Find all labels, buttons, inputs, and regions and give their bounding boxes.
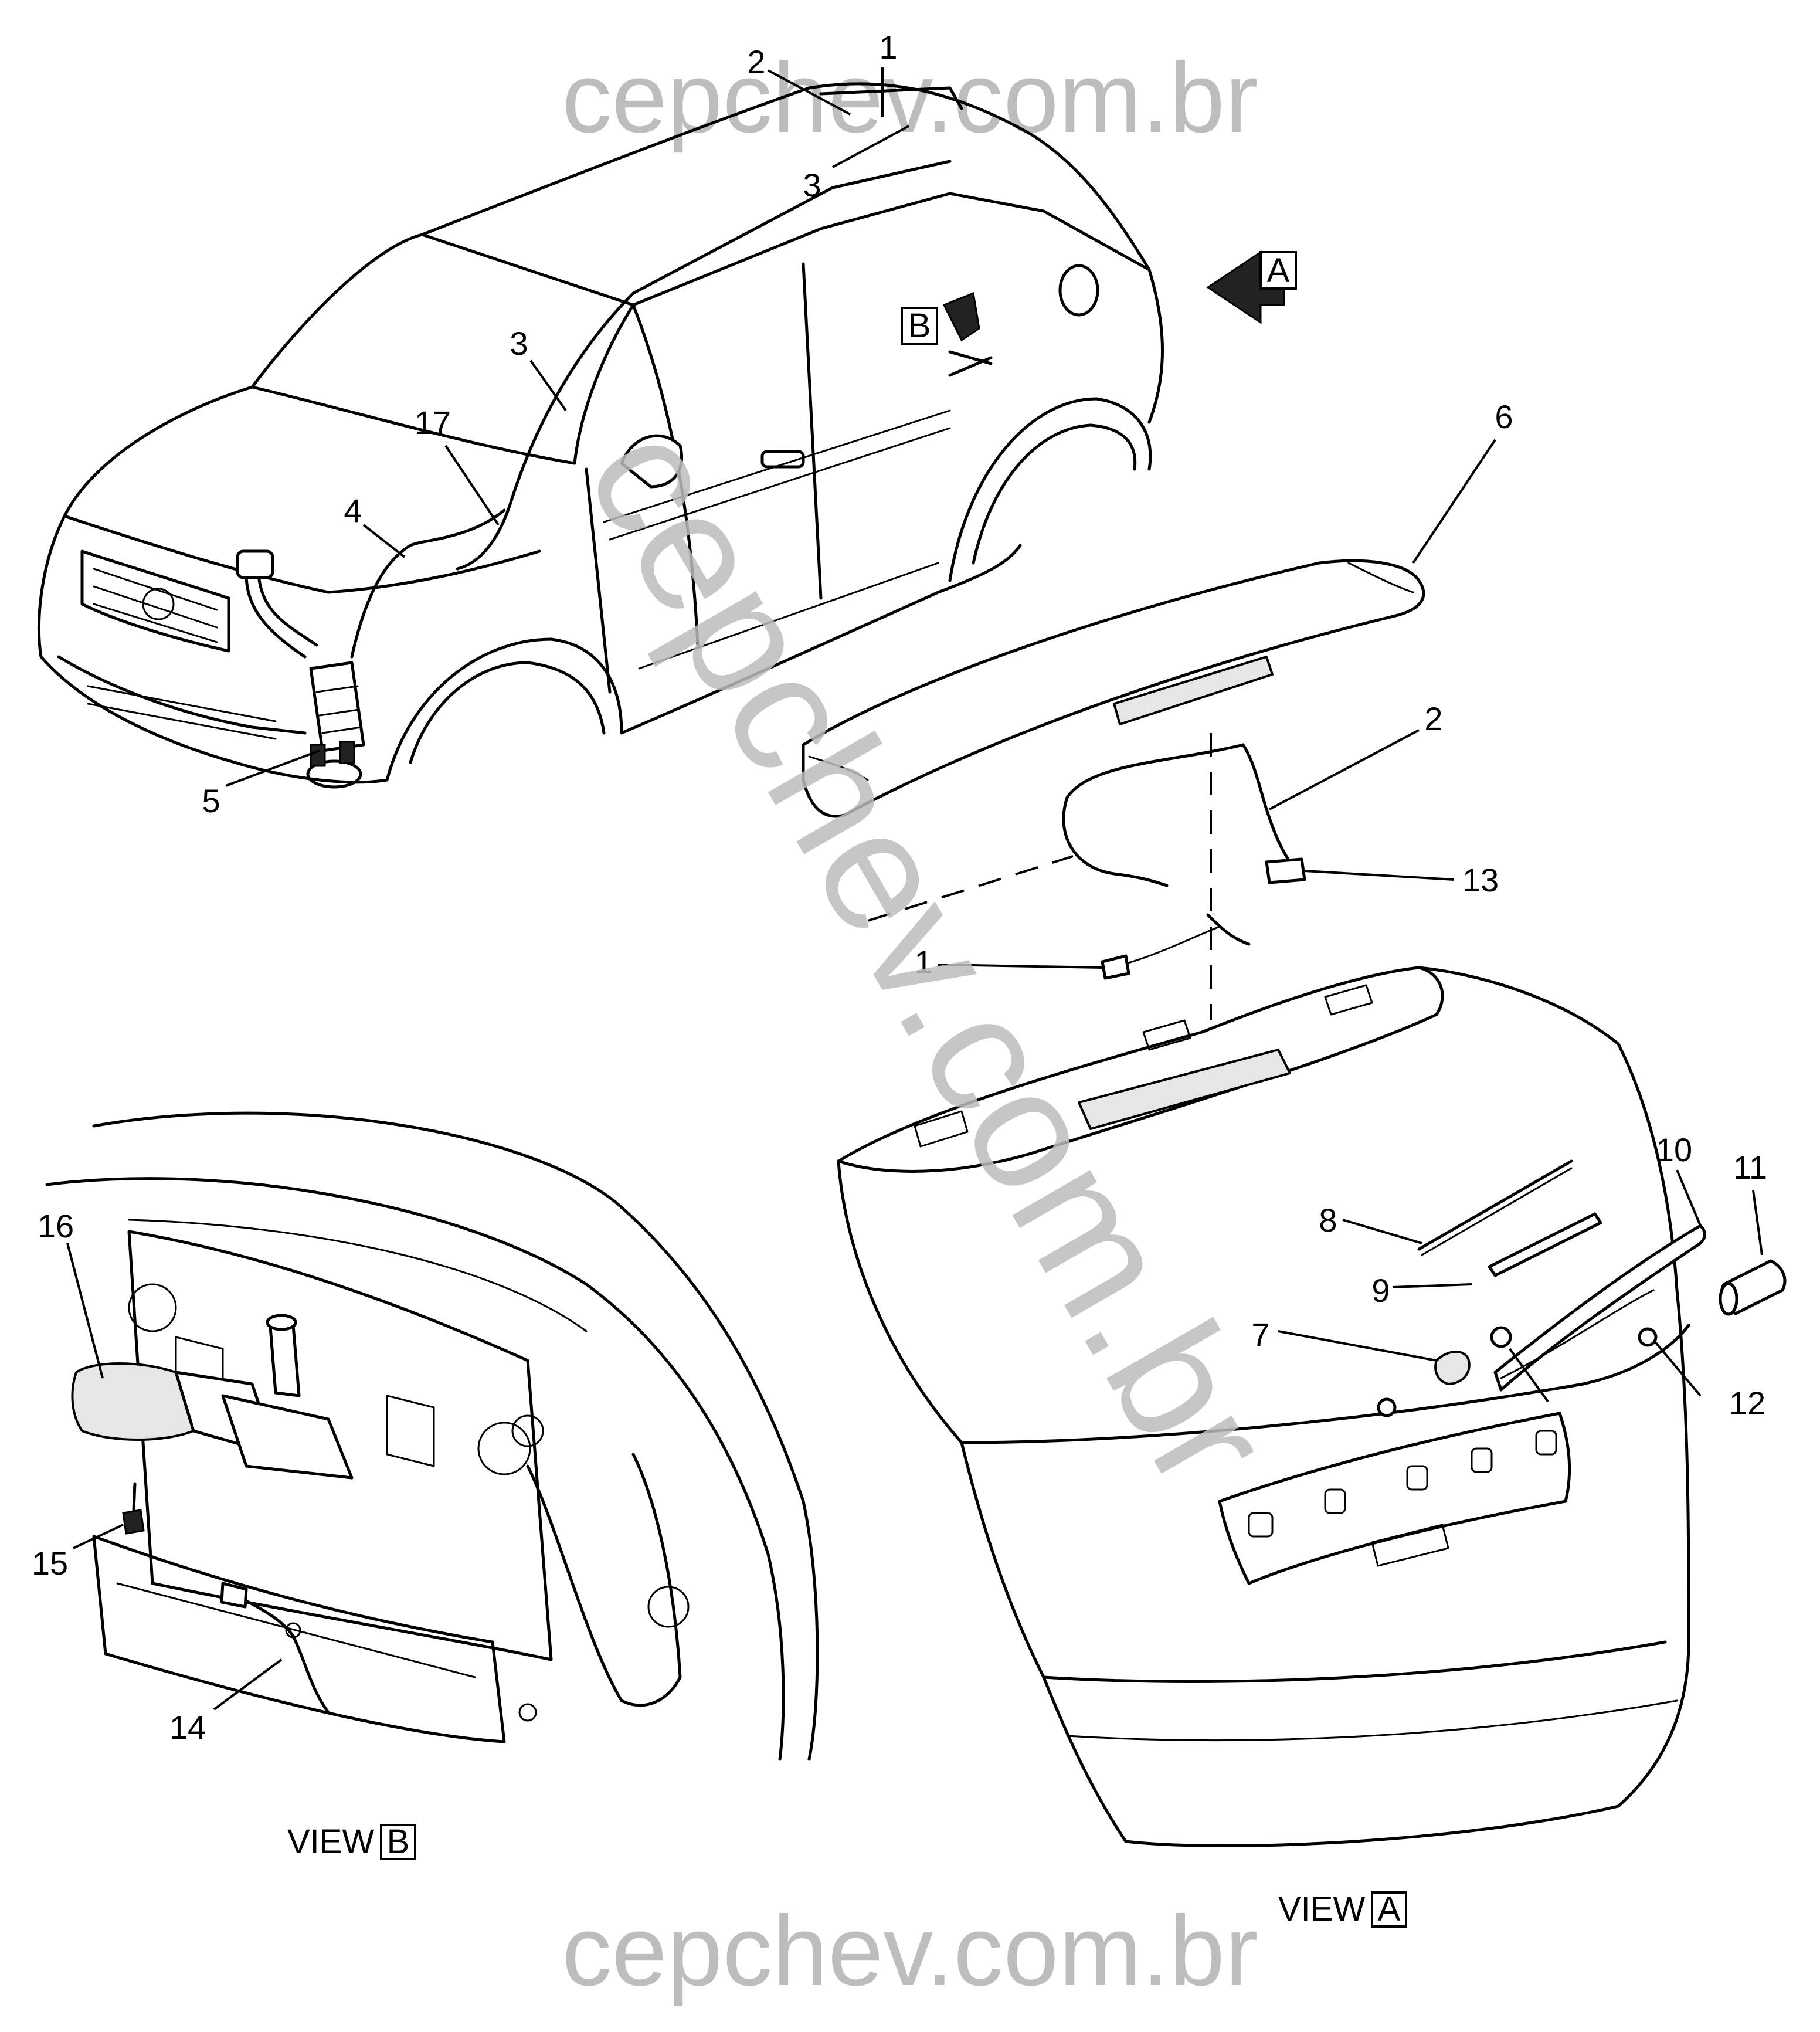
vehicle-callouts: 1 2 3 3 17 4 5: [202, 29, 909, 819]
callout-blade-8: 8: [1319, 1202, 1337, 1239]
liftgate-interior-illustration: [45, 1111, 819, 1761]
callout-arm-10: 10: [1656, 1131, 1692, 1168]
watermark-top: cepchev.com.br: [562, 42, 1258, 154]
view-b-letter: B: [387, 1823, 410, 1861]
view-a-word: VIEW: [1278, 1890, 1365, 1928]
spoiler-assembly: [802, 559, 1425, 1020]
callout-top-1: 1: [879, 29, 897, 66]
callout-spoiler-2: 2: [1424, 700, 1442, 737]
view-b-label: VIEW B: [287, 1823, 416, 1861]
callout-hose-14: 14: [169, 1709, 206, 1746]
callout-top-3: 3: [803, 167, 821, 203]
callout-roof-3: 3: [510, 325, 528, 362]
view-a-letter: A: [1378, 1890, 1401, 1928]
callout-blade-insert-9: 9: [1371, 1272, 1390, 1309]
interior-callouts: 16 15 14: [32, 1207, 283, 1746]
liftgate-callouts: 10 11 8 9 7 12: [1251, 1131, 1767, 1422]
callout-cap-11: 11: [1733, 1149, 1767, 1186]
callout-top-2: 2: [747, 43, 765, 80]
view-marker-b: B: [908, 307, 931, 345]
callout-hose-4: 4: [344, 492, 362, 529]
view-marker-a: A: [1267, 252, 1290, 290]
callout-hose-1: 1: [914, 944, 932, 981]
callout-bolt-15: 15: [32, 1545, 68, 1582]
view-a-label: VIEW A: [1278, 1890, 1407, 1928]
callout-spoiler-6: 6: [1495, 398, 1513, 435]
watermark-diagonal: cepchev.com.br: [551, 394, 1310, 1518]
view-b-word: VIEW: [287, 1823, 374, 1861]
callout-hose-17: 17: [415, 404, 451, 441]
vehicle-illustration: B A: [37, 82, 1297, 789]
liftgate-illustration: [837, 966, 1787, 1847]
callout-reservoir-5: 5: [202, 782, 220, 819]
callout-seal-7: 7: [1251, 1316, 1269, 1353]
callout-motor-16: 16: [38, 1207, 74, 1244]
watermark-bottom: cepchev.com.br: [562, 1895, 1258, 2007]
spoiler-callouts: 6 2 13 1: [914, 398, 1513, 981]
callout-nut-12: 12: [1729, 1385, 1765, 1422]
callout-nozzle-13: 13: [1462, 861, 1499, 898]
